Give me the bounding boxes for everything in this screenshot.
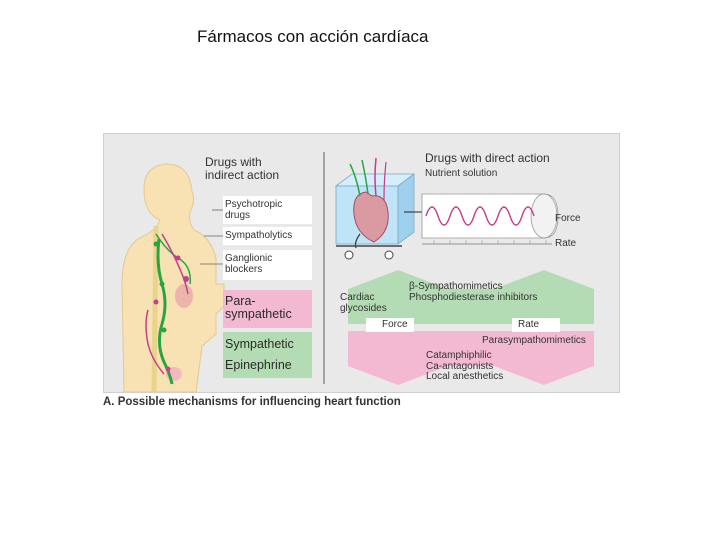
heart-drugs-figure: Drugs with indirect action Psychotropic … <box>103 133 620 393</box>
parasympathomimetics-label: Parasympathomimetics <box>482 335 586 346</box>
negative-effect-drugs-label: Catamphiphilic Ca-antagonists Local anes… <box>426 350 504 382</box>
psychotropic-box <box>223 196 312 224</box>
sympatholytics-label: Sympatholytics <box>225 230 293 241</box>
parasympathetic-box <box>223 290 312 328</box>
nutrient-solution-label: Nutrient solution <box>425 168 498 179</box>
isolated-heart <box>353 191 389 243</box>
rate-increase-arrow <box>494 270 594 324</box>
indirect-heading: Drugs with indirect action <box>205 155 280 182</box>
pink-nerve-path <box>161 233 189 295</box>
human-body-silhouette <box>121 163 225 392</box>
beta-sympathomimetics-label: β-Sympathomimetics Phosphodiesterase inh… <box>409 281 538 303</box>
sympathetic-box <box>223 332 312 378</box>
parasympathetic-label: Para- sympathetic <box>225 294 292 322</box>
stand-wheel-right <box>384 250 394 260</box>
figure-artwork <box>121 152 594 392</box>
rate-trace-label: Rate <box>555 238 577 249</box>
slide-title: Fármacos con acción cardíaca <box>197 27 429 46</box>
rate-label-box <box>512 318 560 332</box>
rate-decrease-arrow <box>494 331 594 385</box>
force-effect-label: Force <box>382 319 408 330</box>
force-increase-arrow <box>348 270 448 324</box>
force-trace-label: Force <box>555 213 581 224</box>
figure-caption: A. Possible mechanisms for influencing h… <box>103 396 401 408</box>
sympatholytics-box <box>223 227 312 245</box>
cardiac-glycosides-label: Cardiac glycosides <box>340 292 387 314</box>
ganglionic-blockers-label: Ganglionic blockers <box>225 253 273 275</box>
stand-wheel-left <box>344 250 354 260</box>
spinal-cord <box>151 225 159 392</box>
ganglionic-box <box>223 250 312 280</box>
rate-effect-label: Rate <box>518 319 540 330</box>
force-label-box <box>366 318 414 332</box>
pink-nerve-path-lower <box>145 309 165 375</box>
recording-drum <box>530 193 558 239</box>
sympathetic-label: Sympathetic <box>225 337 294 351</box>
force-trace <box>425 206 535 226</box>
epinephrine-label: Epinephrine <box>225 358 292 372</box>
tank-side <box>397 173 415 245</box>
force-decrease-arrow <box>348 331 448 385</box>
direct-heading: Drugs with direct action <box>425 151 550 165</box>
body-heart <box>175 284 193 308</box>
psychotropic-drugs-label: Psychotropic drugs <box>225 199 283 221</box>
